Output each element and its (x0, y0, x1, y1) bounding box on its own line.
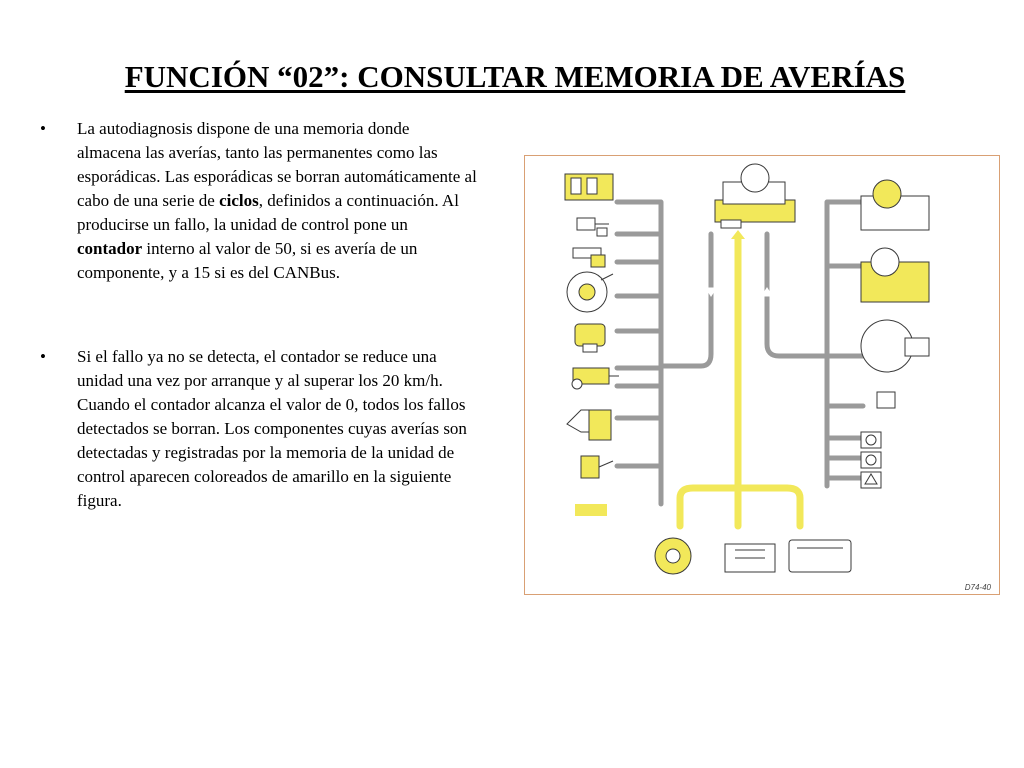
bullet-marker: • (40, 347, 46, 366)
signal-arrows (705, 230, 773, 297)
paragraph-text-part: , definidos a continuación. Al producirs… (77, 191, 459, 234)
steering-angle-sensor-icon (566, 409, 612, 441)
control-unit-module-icon (724, 543, 776, 573)
relay-icon (876, 391, 896, 409)
components-bottom (654, 537, 852, 575)
bold-term-ciclos: ciclos (219, 191, 259, 210)
hydraulic-unit-right-2-icon (860, 247, 930, 303)
components-right (860, 179, 930, 489)
wheel-speed-sensor-icon (571, 367, 619, 390)
bold-term-contador: contador (77, 239, 143, 258)
right-connection-lines (764, 199, 866, 489)
highlighted-connection-lines (676, 232, 804, 530)
warning-lamp-abs-icon (860, 451, 882, 469)
fuse-legend-swatch (575, 504, 607, 516)
wheel-sensor-ring-icon (566, 271, 614, 313)
connector-block-icon (564, 173, 614, 201)
warning-lamp-esp-icon (860, 471, 882, 489)
figure-code-label: D74-40 (964, 583, 991, 592)
arrow-up-yellow-icon (731, 230, 745, 239)
paragraph-text: Si el fallo ya no se detecta, el contado… (77, 347, 467, 510)
brake-booster-icon (860, 319, 930, 373)
paragraph-text: La autodiagnosis dispone de una memoria … (77, 117, 477, 285)
warning-lamp-brake-icon (860, 431, 882, 449)
hydraulic-unit-right-1-icon (860, 179, 930, 231)
arrow-down-icon (761, 287, 773, 297)
page-title: FUNCIÓN “02”: CONSULTAR MEMORIA DE AVERÍ… (124, 58, 906, 94)
paragraph-text-part: La autodiagnosis dispone de una memoria … (77, 119, 477, 210)
figure-drawing (564, 163, 930, 575)
temperature-sensor-icon (580, 455, 614, 479)
paragraph-text-part: interno al valor de 50, si es avería de … (77, 239, 418, 282)
brake-light-switch-icon (576, 217, 609, 237)
engine-ecu-icon (788, 539, 852, 573)
steering-clock-spring-icon (654, 537, 692, 575)
abs-components-figure: D74-40 (524, 155, 1000, 595)
pressure-sensor-icon (574, 323, 606, 353)
components-top (714, 163, 796, 229)
bullet-marker: • (40, 119, 46, 138)
pedal-switch-icon (572, 247, 606, 268)
left-connection-lines (614, 199, 714, 507)
hydraulic-unit-main-icon (714, 163, 796, 229)
components-left (564, 173, 619, 516)
arrow-up-icon (705, 287, 717, 297)
